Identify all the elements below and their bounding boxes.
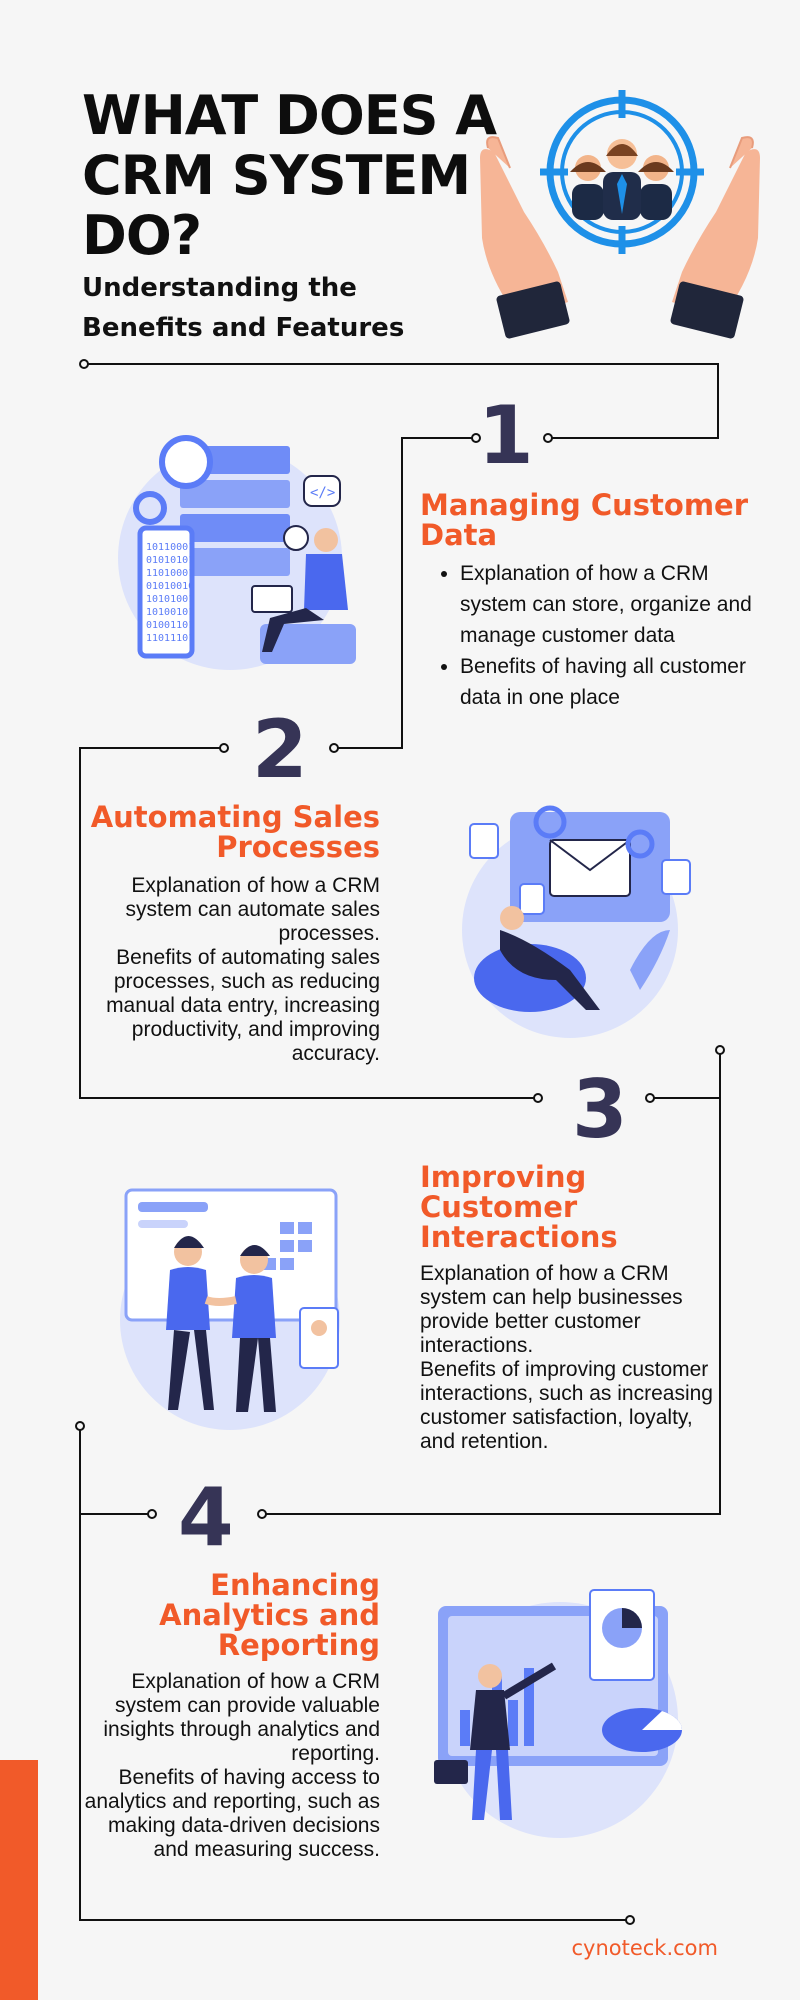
section-1-bullet-list: Explanation of how a CRM system can stor…: [420, 558, 780, 713]
svg-text:</>: </>: [310, 485, 335, 501]
svg-text:11010001: 11010001: [146, 568, 194, 579]
section-1-bullet: Benefits of having all customer data in …: [460, 651, 780, 713]
svg-text:11011101: 11011101: [146, 633, 194, 644]
svg-text:01001101: 01001101: [146, 620, 194, 631]
section-3-heading: Improving Customer Interactions: [420, 1160, 618, 1254]
section-2-paragraph: Benefits of automating sales processes, …: [106, 946, 380, 1065]
section-4-heading: Enhancing Analytics and Reporting: [159, 1568, 380, 1662]
section-3-number: 3: [572, 1063, 628, 1156]
footer-site-link[interactable]: cynoteck.com: [571, 1936, 718, 1960]
page-subtitle: Understanding the Benefits and Features: [82, 273, 405, 343]
section-2-paragraph: Explanation of how a CRM system can auto…: [125, 874, 380, 945]
section-2-number: 2: [252, 703, 308, 796]
handshake-dashboard-illustration: [120, 1188, 340, 1430]
analytics-presentation-illustration: [434, 1589, 682, 1838]
svg-text:10101001: 10101001: [146, 594, 194, 605]
section-1-heading: Managing Customer Data: [420, 488, 749, 552]
section-4-paragraph: Benefits of having access to analytics a…: [84, 1766, 380, 1861]
section-1-number: 1: [478, 389, 534, 482]
section-2-heading: Automating Sales Processes: [90, 800, 380, 864]
accent-bar: [0, 1760, 38, 2000]
data-server-illustration: 10110001 01010101 11010001 01010010 101010…: [118, 435, 356, 670]
section-4-paragraph: Explanation of how a CRM system can prov…: [103, 1670, 380, 1765]
svg-text:01010101: 01010101: [146, 555, 194, 566]
section-3-paragraph: Benefits of improving customer interacti…: [420, 1358, 713, 1453]
page-title: WHAT DOES A CRM SYSTEM DO?: [82, 84, 497, 267]
svg-text:01010010: 01010010: [146, 581, 194, 592]
email-automation-illustration: [462, 805, 691, 1038]
section-1-bullet: Explanation of how a CRM system can stor…: [460, 558, 780, 651]
svg-text:10110001: 10110001: [146, 542, 194, 553]
hands-target-team-icon: [480, 90, 760, 339]
svg-text:10100101: 10100101: [146, 607, 194, 618]
section-3-paragraph: Explanation of how a CRM system can help…: [420, 1262, 683, 1357]
section-4-number: 4: [178, 1471, 234, 1564]
